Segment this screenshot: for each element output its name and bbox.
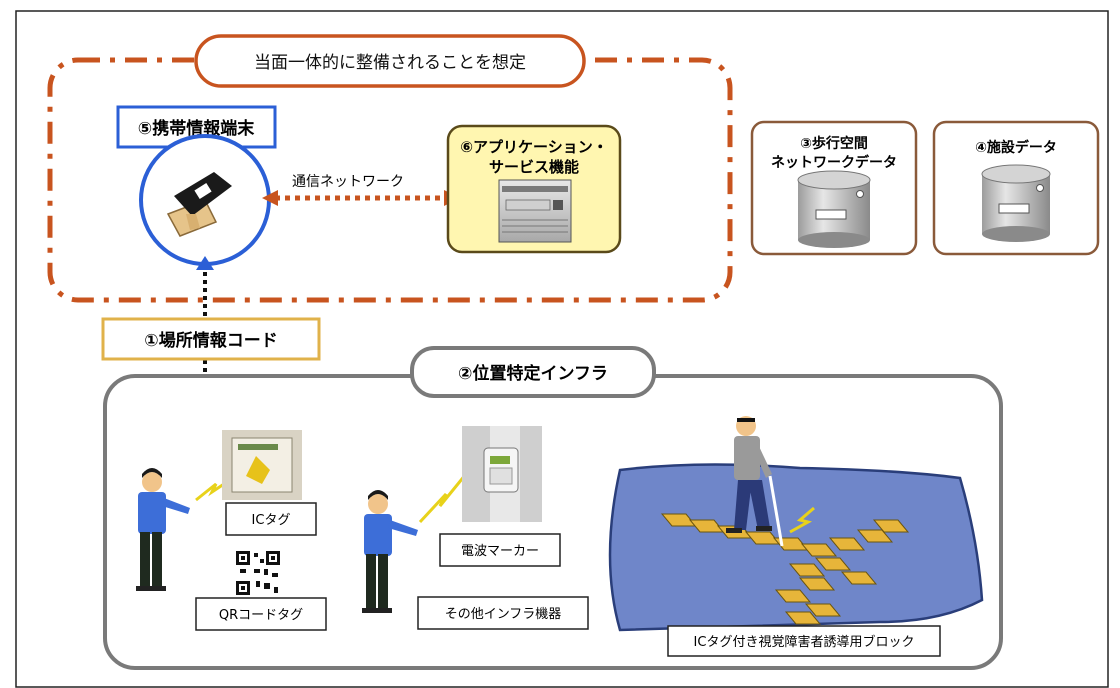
guide-blocks (660, 513, 910, 625)
phone-in-hand-icon (166, 172, 232, 237)
visually-impaired-walker (726, 416, 784, 547)
signal-bolt-icon (195, 478, 231, 502)
infra-title: ②位置特定インフラ (458, 363, 608, 384)
person-with-phone-left (136, 468, 190, 591)
other-infra-label-box: その他インフラ機器 (417, 596, 589, 630)
facility-data-label: ④施設データ (975, 139, 1057, 156)
location-code-box: ①場所情報コード (101, 317, 321, 361)
radio-marker-label-box: 電波マーカー (439, 533, 561, 567)
facility-data-box[interactable]: ④施設データ (932, 120, 1100, 256)
location-code-label: ①場所情報コード (144, 330, 277, 351)
ic-tag-label: ICタグ (252, 513, 291, 528)
qr-code-icon (236, 551, 280, 595)
header-pill: 当面一体的に整備されることを想定 (194, 34, 586, 88)
terminal-label-box: ⑤携帯情報端末 (116, 105, 277, 149)
guide-block-label-box: ICタグ付き視覚障害者誘導用ブロック (667, 625, 941, 657)
radio-marker-photo (462, 426, 542, 522)
signal-bolt-icon (789, 506, 815, 534)
tactile-floor (608, 463, 984, 632)
walk-network-data-box[interactable]: ③歩行空間 ネットワークデータ (750, 120, 918, 256)
walk-network-line1: ③歩行空間 (800, 135, 868, 152)
ic-tag-label-box: ICタグ (225, 502, 317, 536)
network-link: 通信ネットワーク (262, 174, 460, 206)
app-service-line1: ⑥アプリケーション・ (460, 138, 607, 156)
guide-block-label: ICタグ付き視覚障害者誘導用ブロック (694, 634, 915, 650)
app-service-line2: サービス機能 (489, 158, 579, 176)
qr-tag-label-box: QRコードタグ (195, 597, 327, 631)
network-label: 通信ネットワーク (292, 174, 404, 190)
radio-marker-label: 電波マーカー (461, 544, 539, 559)
server-icon (498, 179, 572, 243)
walk-network-line2: ネットワークデータ (771, 154, 897, 171)
terminal-device[interactable] (139, 134, 271, 266)
database-icon (797, 170, 871, 248)
app-service-box[interactable]: ⑥アプリケーション・ サービス機能 (446, 124, 622, 254)
other-infra-label: その他インフラ機器 (445, 607, 562, 622)
person-with-phone-center (362, 490, 418, 613)
qr-tag-label: QRコードタグ (219, 608, 303, 623)
ic-tag-photo (222, 430, 302, 500)
outer-frame (15, 10, 1109, 688)
signal-bolt-icon (418, 473, 468, 524)
terminal-label: ⑤携帯情報端末 (138, 118, 255, 139)
header-pill-text: 当面一体的に整備されることを想定 (254, 53, 526, 73)
database-icon (981, 164, 1051, 242)
infra-title-pill: ②位置特定インフラ (410, 346, 656, 398)
integrated-region-border (47, 57, 733, 303)
